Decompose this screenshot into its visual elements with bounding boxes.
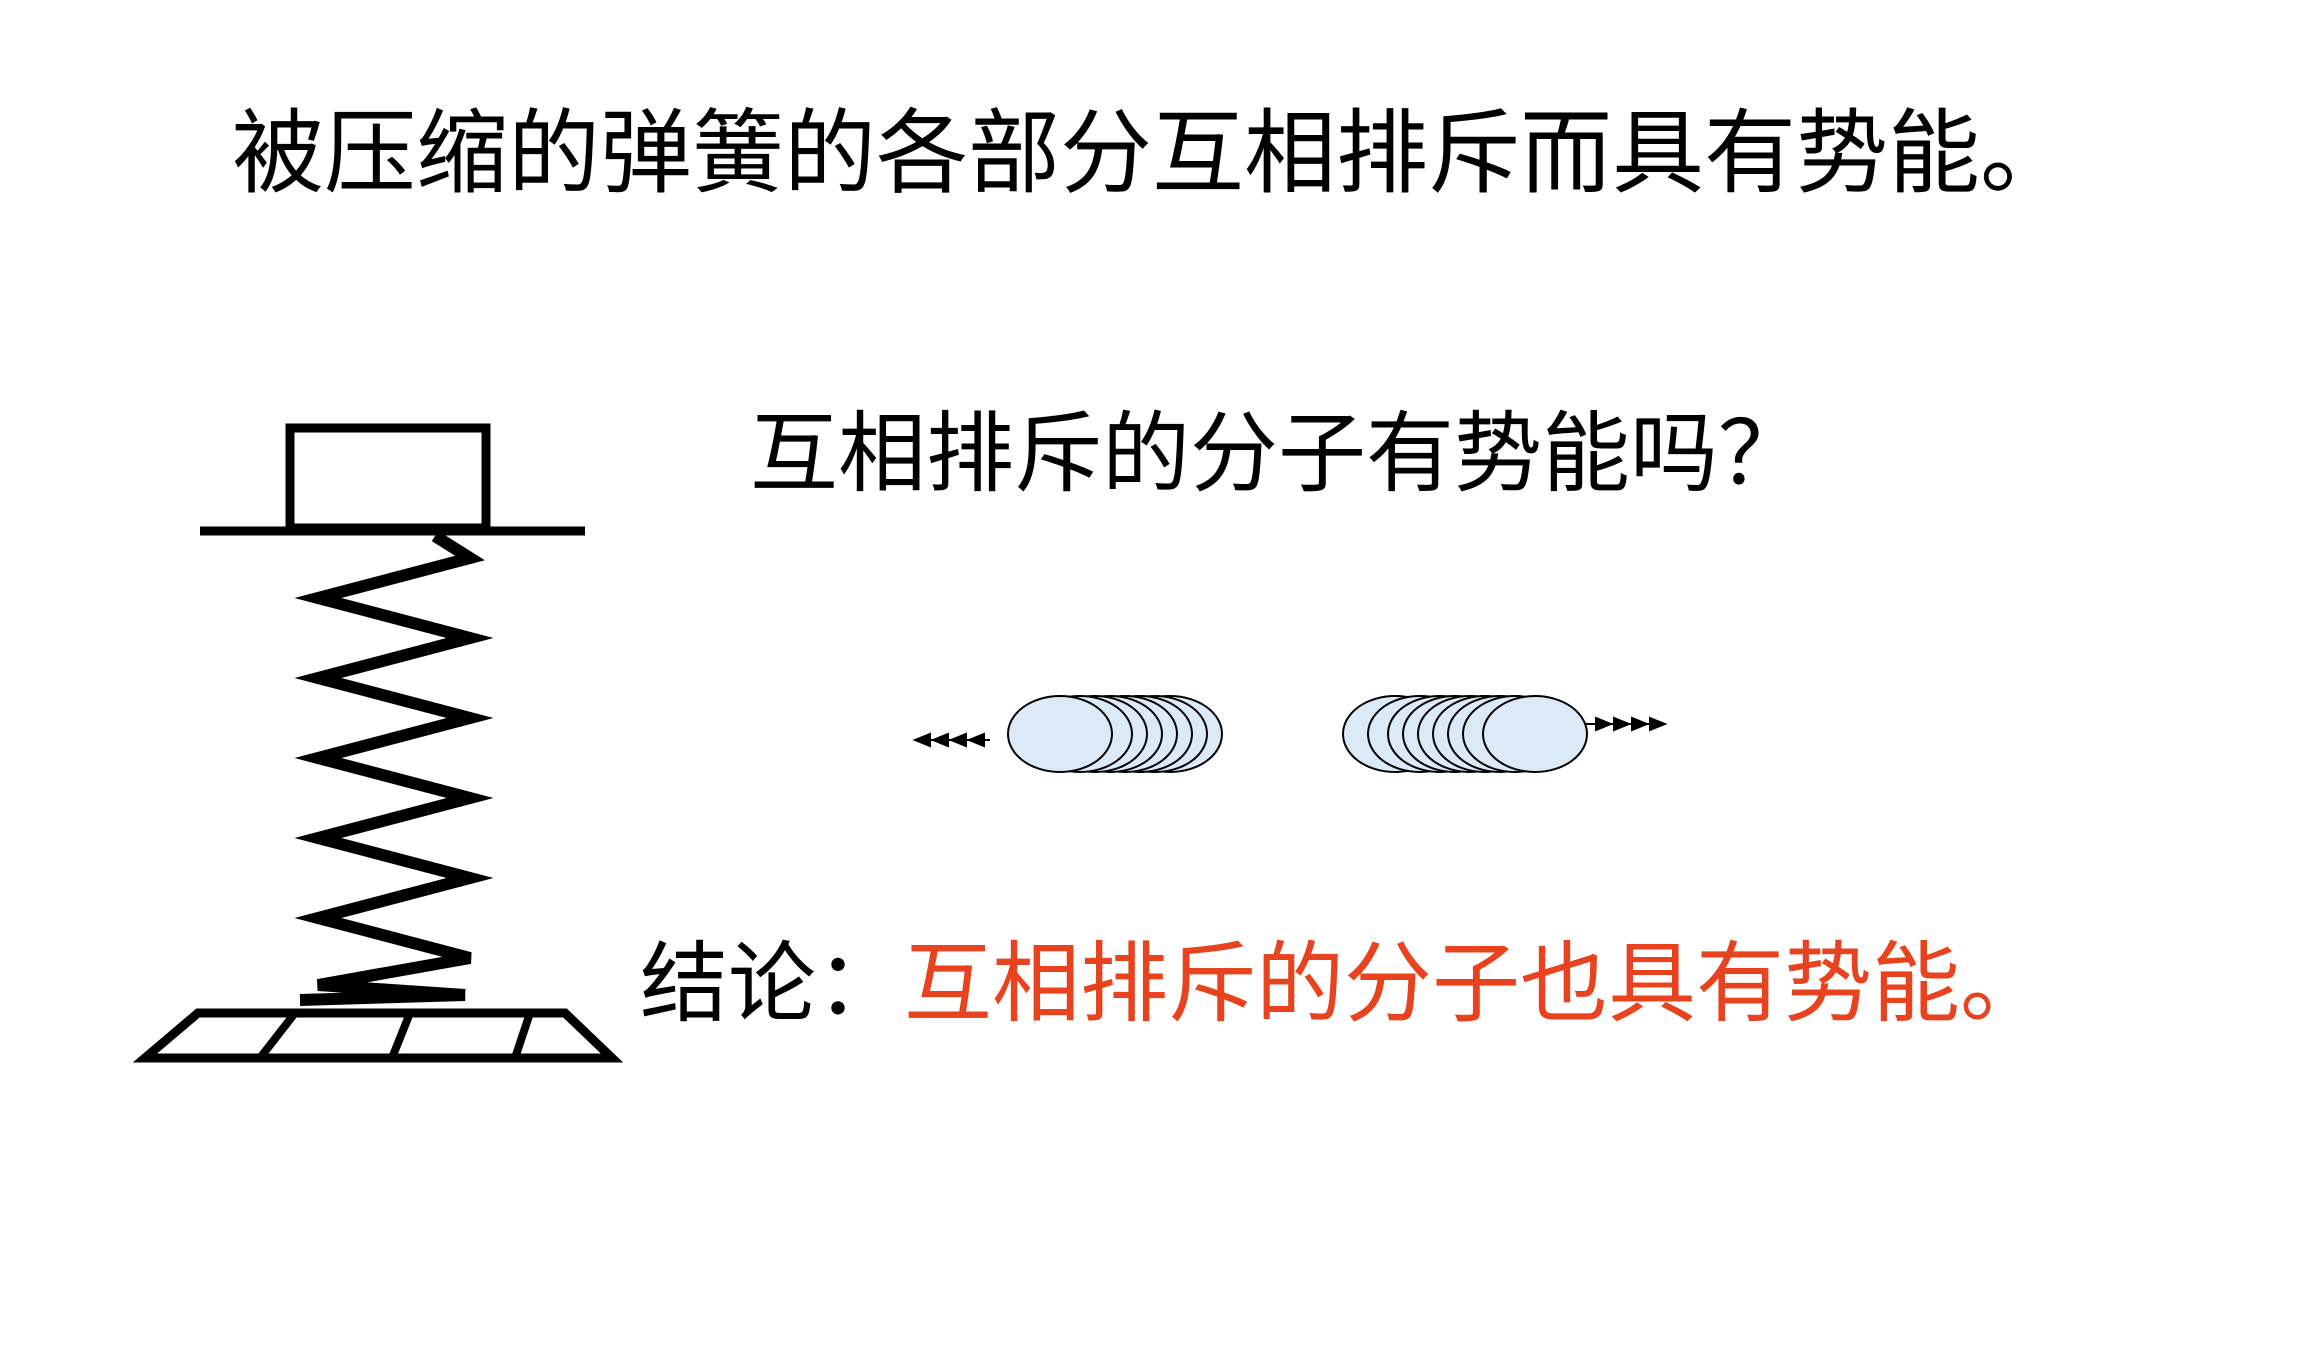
question-text: 互相排斥的分子有势能吗？ xyxy=(750,402,1807,505)
slide-title: 被压缩的弹簧的各部分互相排斥而具有势能。 xyxy=(232,100,2073,207)
left-molecule-group xyxy=(1007,695,1223,773)
right-dotted-arrow-icon xyxy=(1585,716,1668,732)
right-molecule-group xyxy=(1342,695,1588,773)
conclusion-line: 结论：互相排斥的分子也具有势能。 xyxy=(640,940,2048,1028)
conclusion-label: 结论： xyxy=(640,932,905,1035)
spring-coil xyxy=(294,530,494,1006)
conclusion-text: 互相排斥的分子也具有势能。 xyxy=(904,932,2049,1035)
left-dotted-arrow-icon xyxy=(912,732,990,748)
molecule-ellipse xyxy=(1482,695,1588,773)
spring-base xyxy=(132,1008,624,1063)
molecule-ellipse xyxy=(1007,695,1113,773)
